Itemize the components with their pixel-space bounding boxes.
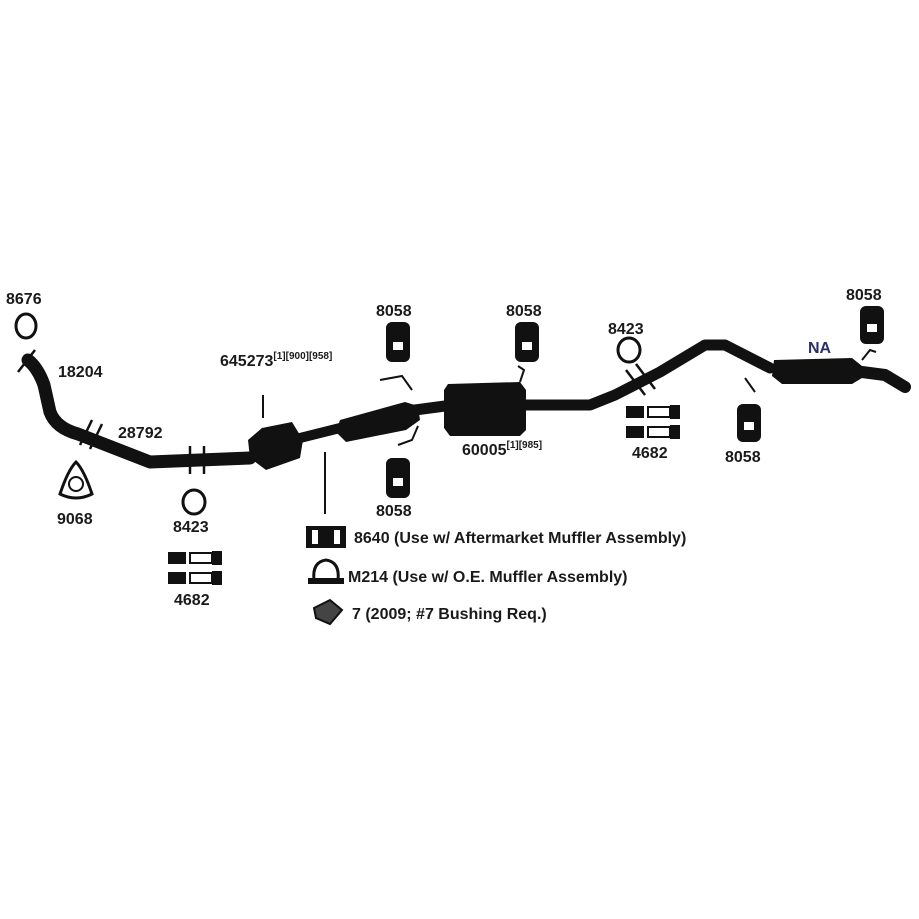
label-4682-left: 4682 [174,592,210,609]
resonator [324,374,420,514]
hanger-8058-far-right-icon [860,306,884,344]
label-8423-right: 8423 [608,321,644,338]
label-8058-lower-right: 8058 [725,449,761,466]
label-645273: 645273[1][900][958] [220,351,332,370]
gasket-8676-icon [14,312,38,340]
bolt-spring-4682-left-icon [168,551,222,585]
label-4682-right: 4682 [632,445,668,462]
label-28792: 28792 [118,425,163,442]
catalytic-converter [248,395,303,470]
label-60005: 60005[1][985] [462,440,542,459]
note-clamp-m214: M214 (Use w/ O.E. Muffler Assembly) [348,569,627,586]
label-9068: 9068 [57,511,93,528]
clamp-m214-icon [308,558,344,584]
bushing-7-icon [312,598,344,626]
main-muffler [444,365,526,436]
gasket-8423-left-icon [181,488,207,516]
label-8058-bottom-mid: 8058 [376,503,412,520]
hanger-8058-bottom-mid-icon [386,458,410,498]
label-18204: 18204 [58,364,103,381]
note-bushing-7: 7 (2009; #7 Bushing Req.) [352,606,547,623]
label-8058-top-right: 8058 [506,303,542,320]
hanger-8058-top-mid-icon [386,322,410,362]
flange-marks [17,349,656,474]
gasket-9068-icon [58,459,94,500]
label-8676: 8676 [6,291,42,308]
label-8423-left: 8423 [173,519,209,536]
gasket-8423-right-icon [616,336,642,364]
rear-muffler [744,348,877,393]
hanger-8058-top-right-icon [515,322,539,362]
hanger-8058-lower-right-icon [737,404,761,442]
bolt-spring-4682-right-icon [626,405,680,439]
label-8058-top-mid: 8058 [376,303,412,320]
clamp-8640-icon [306,526,346,548]
label-8058-far-right: 8058 [846,287,882,304]
note-clamp-8640: 8640 (Use w/ Aftermarket Muffler Assembl… [354,530,686,547]
label-na: NA [808,340,832,357]
exhaust-pipe [21,339,911,469]
